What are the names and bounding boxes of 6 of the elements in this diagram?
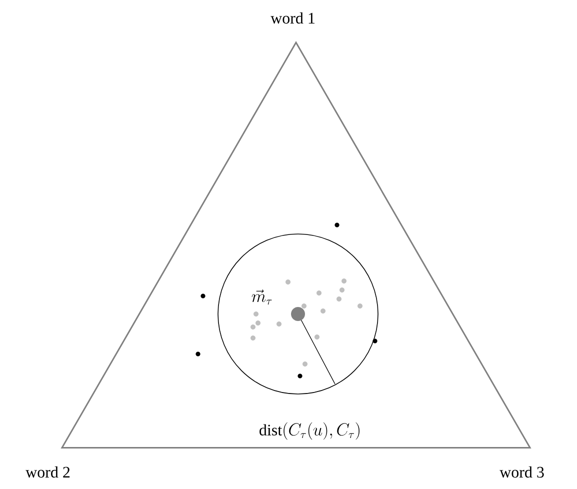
- distance-label: $\mathrm{dist}(C_\tau(u), C_\tau)$: [260, 422, 360, 440]
- circle-outline: [218, 234, 378, 394]
- vertex-label: word 1: [270, 12, 314, 24]
- vertex-label: word 3: [500, 466, 544, 478]
- vector-label: $\vec{m}_\tau$: [252, 290, 272, 305]
- vertex-label: word 2: [26, 466, 70, 478]
